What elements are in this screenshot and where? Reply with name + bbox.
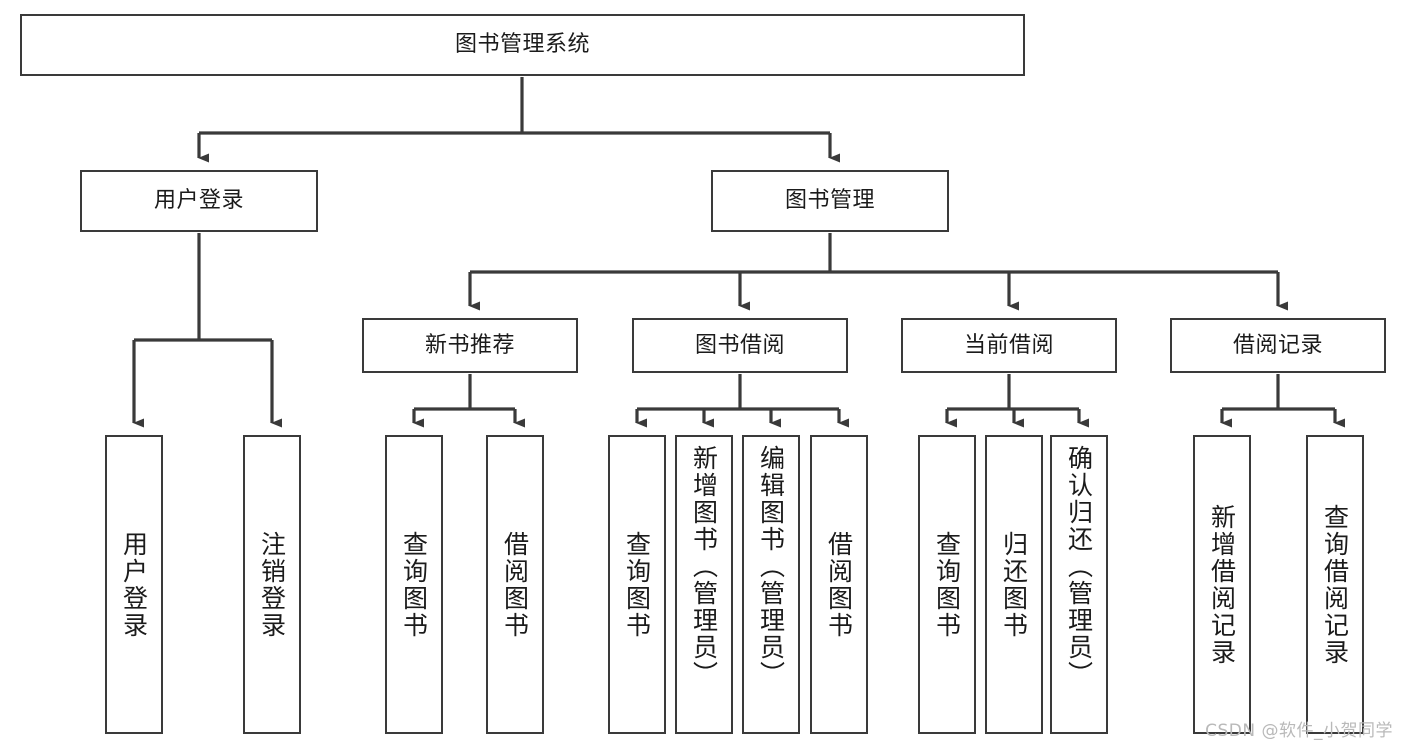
node-book-borrow[interactable]: 图书借阅: [632, 318, 848, 373]
node-borrow-record[interactable]: 借阅记录: [1170, 318, 1386, 373]
node-book-management-label: 图书管理: [784, 188, 875, 214]
leaf-query-record-label: 查询借阅记录: [1320, 503, 1350, 666]
leaf-borrow-book-1-label: 借阅图书: [500, 530, 530, 639]
leaf-edit-book-label: 编辑图书（管理员）: [756, 445, 786, 688]
leaf-return-book[interactable]: 归还图书: [985, 435, 1043, 734]
leaf-borrow-book-1[interactable]: 借阅图书: [486, 435, 544, 734]
leaf-logout-login-label: 注销登录: [257, 530, 287, 639]
leaf-query-book-1-label: 查询图书: [399, 530, 429, 639]
node-current-borrow-label: 当前借阅: [963, 332, 1054, 358]
leaf-query-book-1[interactable]: 查询图书: [385, 435, 443, 734]
node-user-login[interactable]: 用户登录: [80, 170, 318, 232]
leaf-add-book[interactable]: 新增图书（管理员）: [675, 435, 733, 734]
leaf-user-login[interactable]: 用户登录: [105, 435, 163, 734]
leaf-borrow-book-2[interactable]: 借阅图书: [810, 435, 868, 734]
node-book-management[interactable]: 图书管理: [711, 170, 949, 232]
leaf-query-record[interactable]: 查询借阅记录: [1306, 435, 1364, 734]
node-root[interactable]: 图书管理系统: [20, 14, 1025, 76]
leaf-edit-book[interactable]: 编辑图书（管理员）: [742, 435, 800, 734]
leaf-add-record-label: 新增借阅记录: [1207, 503, 1237, 666]
leaf-query-book-2-label: 查询图书: [622, 530, 652, 639]
leaf-return-book-label: 归还图书: [999, 530, 1029, 639]
leaf-confirm-return[interactable]: 确认归还（管理员）: [1050, 435, 1108, 734]
leaf-user-login-label: 用户登录: [119, 530, 149, 639]
leaf-confirm-return-label: 确认归还（管理员）: [1064, 445, 1094, 688]
leaf-query-book-3[interactable]: 查询图书: [918, 435, 976, 734]
leaf-add-book-label: 新增图书（管理员）: [689, 445, 719, 688]
leaf-logout-login[interactable]: 注销登录: [243, 435, 301, 734]
leaf-query-book-3-label: 查询图书: [932, 530, 962, 639]
node-new-book-recommend-label: 新书推荐: [424, 332, 515, 358]
node-new-book-recommend[interactable]: 新书推荐: [362, 318, 578, 373]
node-current-borrow[interactable]: 当前借阅: [901, 318, 1117, 373]
leaf-borrow-book-2-label: 借阅图书: [824, 530, 854, 639]
watermark-text: CSDN @软件_小贺同学: [1205, 721, 1393, 741]
node-book-borrow-label: 图书借阅: [694, 332, 785, 358]
leaf-add-record[interactable]: 新增借阅记录: [1193, 435, 1251, 734]
leaf-query-book-2[interactable]: 查询图书: [608, 435, 666, 734]
node-root-label: 图书管理系统: [454, 32, 590, 58]
node-borrow-record-label: 借阅记录: [1232, 332, 1323, 358]
node-user-login-label: 用户登录: [153, 188, 244, 214]
